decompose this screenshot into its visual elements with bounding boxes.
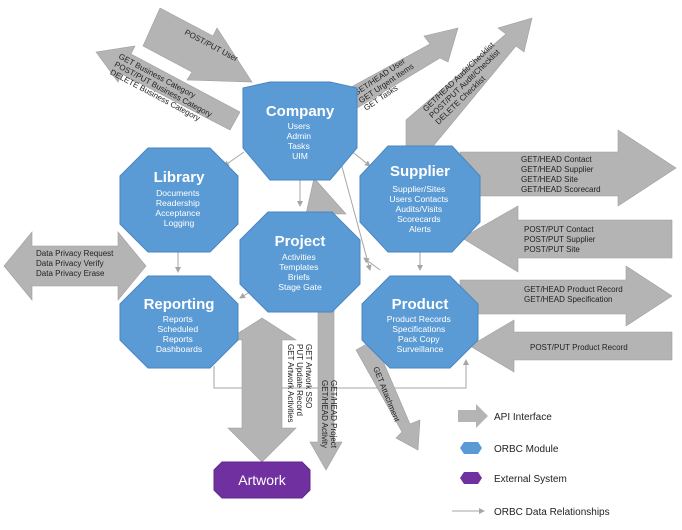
arrow-supplier-post bbox=[461, 205, 673, 273]
api-arrows bbox=[3, 7, 677, 471]
module-product-lines: Product Records Specifications Pack Copy… bbox=[387, 314, 453, 354]
external-artwork-shape bbox=[213, 461, 311, 499]
legend-module-icon bbox=[460, 442, 482, 454]
legend-orbc-module: ORBC Module bbox=[494, 444, 559, 455]
arrow-business-category bbox=[95, 45, 241, 131]
module-library-title: Library bbox=[154, 169, 206, 186]
module-product-title: Product bbox=[392, 296, 449, 313]
api-label-get-head-user: GET/HEAD User GET Urgent Items GET Tasks bbox=[352, 53, 422, 113]
api-label-product-get: GET/HEAD Product Record GET/HEAD Specifi… bbox=[524, 285, 625, 304]
relationship-product-project bbox=[363, 257, 381, 271]
external-artwork-label: Artwork bbox=[238, 472, 286, 488]
module-supplier-title: Supplier bbox=[390, 163, 450, 180]
relationship-reporting-product bbox=[213, 359, 469, 389]
module-supplier[interactable]: Supplier Supplier/Sites Users Contacts A… bbox=[359, 145, 481, 253]
module-product-shape bbox=[361, 275, 479, 369]
module-project-title: Project bbox=[275, 233, 326, 250]
arrow-post-put-user bbox=[142, 7, 253, 83]
api-label-data-privacy: Data Privacy Request Data Privacy Verify… bbox=[36, 249, 116, 278]
relationship-company-library bbox=[223, 151, 245, 167]
module-reporting-title: Reporting bbox=[144, 296, 215, 313]
module-supplier-shape bbox=[359, 145, 481, 253]
module-project-shape bbox=[239, 211, 361, 313]
legend: API Interface ORBC Module External Syste… bbox=[452, 404, 610, 518]
external-artwork[interactable]: Artwork bbox=[213, 461, 311, 499]
module-library-lines: Documents Readership Acceptance Logging bbox=[155, 188, 202, 228]
modules: Company Users Admin Tasks UIM Library Do… bbox=[119, 81, 481, 369]
arrow-get-head-user bbox=[341, 27, 459, 111]
legend-external-icon bbox=[460, 472, 482, 484]
module-reporting[interactable]: Reporting Reports Scheduled Reports Dash… bbox=[119, 275, 239, 369]
legend-api-interface: API Interface bbox=[494, 412, 552, 423]
legend-api-arrow-icon bbox=[458, 404, 488, 428]
module-company-shape bbox=[242, 81, 358, 181]
module-company-lines: Users Admin Tasks UIM bbox=[287, 121, 314, 161]
arrow-audit-checklist bbox=[405, 17, 533, 151]
api-label-supplier-get: GET/HEAD Contact GET/HEAD Supplier GET/H… bbox=[521, 155, 601, 194]
module-library[interactable]: Library Documents Readership Acceptance … bbox=[119, 147, 239, 253]
module-reporting-shape bbox=[119, 275, 239, 369]
module-company-title: Company bbox=[266, 103, 335, 120]
module-project-lines: Activities Templates Briefs Stage Gate bbox=[278, 252, 322, 292]
api-label-product-post: POST/PUT Product Record bbox=[530, 343, 628, 352]
module-project[interactable]: Project Activities Templates Briefs Stag… bbox=[239, 211, 361, 313]
arrow-product-post bbox=[469, 319, 673, 373]
module-library-shape bbox=[119, 147, 239, 253]
api-label-supplier-post: POST/PUT Contact POST/PUT Supplier POST/… bbox=[524, 225, 598, 254]
arrow-supplier-get bbox=[459, 129, 677, 207]
relationship-company-product bbox=[337, 151, 372, 271]
module-product[interactable]: Product Product Records Specifications P… bbox=[361, 275, 479, 369]
module-company[interactable]: Company Users Admin Tasks UIM bbox=[242, 81, 358, 181]
legend-external-system: External System bbox=[494, 474, 567, 485]
arrow-data-privacy bbox=[3, 231, 147, 301]
module-reporting-lines: Reports Scheduled Reports Dashboards bbox=[156, 314, 202, 354]
arrow-product-get bbox=[459, 265, 673, 327]
api-label-artwork: GET Artwork Activities PUT Update Record… bbox=[286, 344, 313, 425]
legend-data-relationships: ORBC Data Relationships bbox=[494, 507, 610, 518]
api-label-project: GET/HEAD Project GET/HEAD Activity bbox=[320, 380, 338, 450]
module-supplier-lines: Supplier/Sites Users Contacts Audits/Vis… bbox=[389, 184, 450, 234]
